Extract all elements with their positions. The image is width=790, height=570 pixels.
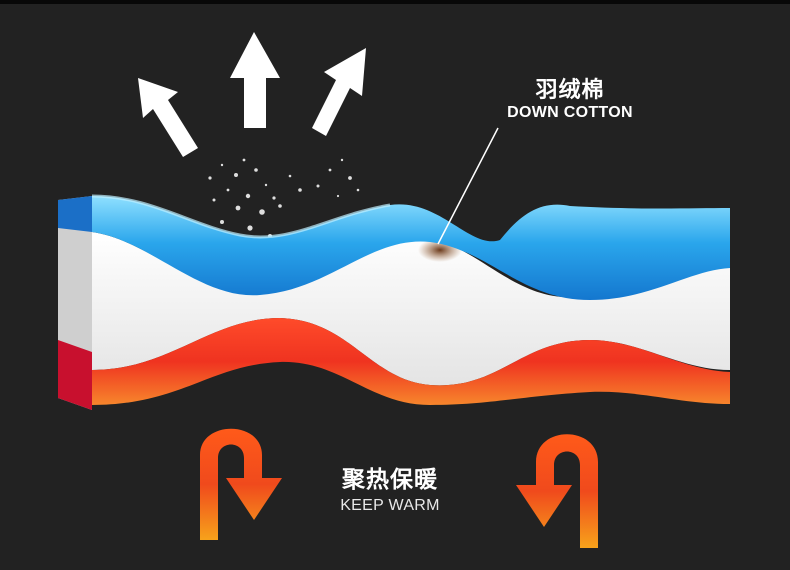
keep-warm-title-en: KEEP WARM	[320, 497, 460, 515]
arrow-up-white-icon	[230, 32, 280, 128]
arrow-up-white-icon	[138, 78, 198, 157]
down-cotton-title-cn: 羽绒棉	[500, 72, 640, 104]
u-turn-arrow-orange-icon	[516, 434, 598, 548]
keep-warm-title-cn: 聚热保暖	[320, 460, 460, 494]
u-turn-arrow-orange-icon	[200, 429, 282, 540]
arrow-up-white-icon	[312, 48, 366, 136]
down-cotton-title-en: DOWN COTTON	[490, 104, 650, 122]
callout-leader-line	[438, 128, 498, 244]
